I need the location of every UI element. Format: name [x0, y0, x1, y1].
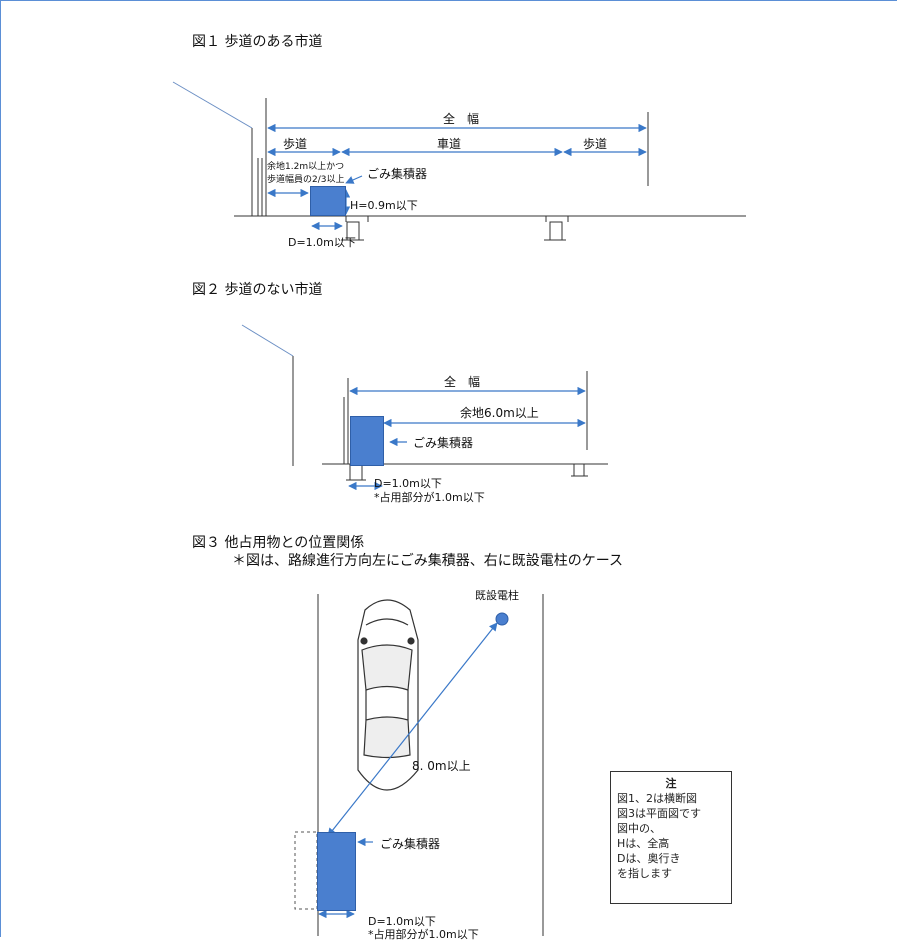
- note-line: 図3は平面図です: [617, 807, 701, 820]
- note-line: 図1、2は横断図: [617, 792, 697, 805]
- fig1-title: 図１ 歩道のある市道: [192, 34, 323, 50]
- car-icon: [357, 599, 419, 791]
- fig3-collector-label: ごみ集積器: [380, 837, 441, 851]
- fig1-depth-label: D=1.0m以下: [288, 236, 356, 249]
- fig2-full-width-label: 全 幅: [444, 375, 481, 389]
- fig3-title: 図３ 他占用物との位置関係: [192, 535, 365, 551]
- note-box: 注 図1、2は横断図 図3は平面図です 図中の、 Hは、全高 Dは、奥行き を指…: [610, 771, 732, 904]
- fig2-garbage-collector: [350, 416, 384, 466]
- fig1-height-label: H=0.9m以下: [350, 199, 418, 212]
- fig1-drawing: [172, 81, 746, 241]
- note-heading: 注: [665, 777, 677, 790]
- fig1-margin-line1: 余地1.2m以上かつ: [267, 162, 345, 172]
- fig1-roadway-label: 車道: [437, 137, 462, 151]
- note-line: Hは、全高: [617, 837, 670, 850]
- fig2-collector-label: ごみ集積器: [413, 436, 474, 450]
- fig1-sidewalk-right-label: 歩道: [583, 137, 608, 151]
- fig2-drawing: [241, 324, 608, 481]
- fig3-garbage-collector: [317, 832, 356, 911]
- utility-pole-icon: [495, 612, 509, 626]
- fig1-sidewalk-left-label: 歩道: [283, 137, 308, 151]
- fig2-margin-label: 余地6.0m以上: [460, 406, 539, 420]
- fig1-full-width-label: 全 幅: [443, 112, 480, 126]
- fig1-collector-label: ごみ集積器: [367, 167, 428, 181]
- fig3-occupied-label: *占用部分が1.0m以下: [368, 928, 479, 941]
- fig1-margin-line2: 歩道幅員の2/3以上: [267, 175, 345, 185]
- fig1-garbage-collector: [310, 186, 346, 216]
- fig3-distance-label: 8. 0m以上: [412, 759, 471, 773]
- note-line: を指します: [617, 867, 672, 880]
- fig2-occupied-label: *占用部分が1.0m以下: [374, 491, 485, 504]
- fig3-depth-label: D=1.0m以下: [368, 915, 436, 928]
- fig3-pole-label: 既設電柱: [475, 589, 519, 602]
- note-line: Dは、奥行き: [617, 852, 681, 865]
- fig3-subtitle: ＊図は、路線進行方向左にごみ集積器、右に既設電柱のケース: [232, 553, 624, 569]
- fig2-depth-label: D=1.0m以下: [374, 477, 442, 490]
- note-line: 図中の、: [617, 822, 661, 835]
- fig2-title: 図２ 歩道のない市道: [192, 282, 323, 298]
